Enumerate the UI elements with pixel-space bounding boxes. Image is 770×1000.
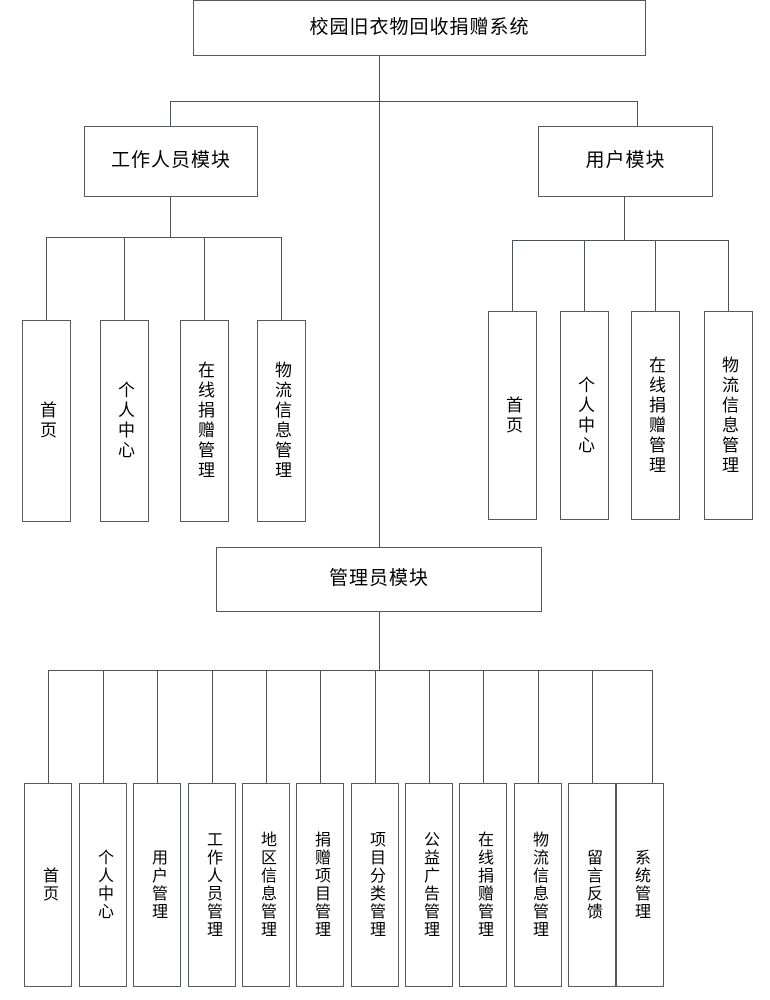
connector-user-child-2 <box>584 240 585 311</box>
connector-admin-child-11 <box>592 670 593 783</box>
connector-user-bus <box>512 240 729 241</box>
connector-level1-bus <box>170 101 637 102</box>
node-staff-child-online-donation[interactable]: 在线捐赠管理 <box>180 320 229 522</box>
connector-admin-stem <box>379 611 380 671</box>
connector-staff-child-1 <box>46 237 47 320</box>
node-admin-child-region-info-mgmt[interactable]: 地区信息管理 <box>242 783 290 987</box>
connector-admin-child-12 <box>652 670 653 783</box>
connector-root-stem <box>379 55 380 102</box>
connector-user-child-1 <box>512 240 513 311</box>
node-admin-child-system-mgmt[interactable]: 系统管理 <box>616 783 664 987</box>
connector-user-stem <box>624 196 625 240</box>
connector-to-user-module <box>637 101 638 126</box>
connector-staff-child-3 <box>204 237 205 320</box>
connector-admin-child-2 <box>103 670 104 783</box>
node-module-admin[interactable]: 管理员模块 <box>216 547 542 612</box>
connector-user-child-4 <box>728 240 729 311</box>
connector-to-admin-module <box>379 101 380 547</box>
node-admin-child-project-category-mgmt[interactable]: 项目分类管理 <box>351 783 399 987</box>
node-staff-child-logistics[interactable]: 物流信息管理 <box>257 320 306 522</box>
connector-admin-child-10 <box>538 670 539 783</box>
node-admin-child-user-mgmt[interactable]: 用户管理 <box>133 783 181 987</box>
node-staff-child-home[interactable]: 首页 <box>22 320 71 522</box>
node-admin-child-profile[interactable]: 个人中心 <box>79 783 127 987</box>
node-user-child-logistics[interactable]: 物流信息管理 <box>704 311 753 520</box>
node-user-child-home[interactable]: 首页 <box>488 311 537 520</box>
connector-admin-child-6 <box>320 670 321 783</box>
connector-admin-bus <box>48 670 653 671</box>
node-user-child-online-donation[interactable]: 在线捐赠管理 <box>631 311 680 520</box>
connector-user-child-3 <box>655 240 656 311</box>
connector-staff-bus <box>46 237 282 238</box>
node-admin-child-donation-project-mgmt[interactable]: 捐赠项目管理 <box>296 783 344 987</box>
connector-staff-child-2 <box>124 237 125 320</box>
connector-admin-child-9 <box>483 670 484 783</box>
node-admin-child-message-feedback[interactable]: 留言反馈 <box>568 783 616 987</box>
node-root-system[interactable]: 校园旧衣物回收捐赠系统 <box>193 0 646 56</box>
connector-staff-stem <box>170 196 171 238</box>
node-admin-child-public-ad-mgmt[interactable]: 公益广告管理 <box>405 783 453 987</box>
connector-admin-child-7 <box>375 670 376 783</box>
connector-admin-child-4 <box>212 670 213 783</box>
node-admin-child-online-donation-mgmt[interactable]: 在线捐赠管理 <box>459 783 507 987</box>
node-module-staff[interactable]: 工作人员模块 <box>84 126 258 197</box>
node-admin-child-logistics-mgmt[interactable]: 物流信息管理 <box>514 783 562 987</box>
connector-to-staff-module <box>170 101 171 126</box>
connector-admin-child-3 <box>157 670 158 783</box>
node-module-user[interactable]: 用户模块 <box>538 126 713 197</box>
connector-admin-child-8 <box>429 670 430 783</box>
connector-admin-child-5 <box>266 670 267 783</box>
node-admin-child-home[interactable]: 首页 <box>24 783 72 987</box>
node-staff-child-profile[interactable]: 个人中心 <box>100 320 149 522</box>
connector-staff-child-4 <box>281 237 282 320</box>
node-user-child-profile[interactable]: 个人中心 <box>560 311 609 520</box>
connector-admin-child-1 <box>48 670 49 783</box>
node-admin-child-staff-mgmt[interactable]: 工作人员管理 <box>188 783 236 987</box>
